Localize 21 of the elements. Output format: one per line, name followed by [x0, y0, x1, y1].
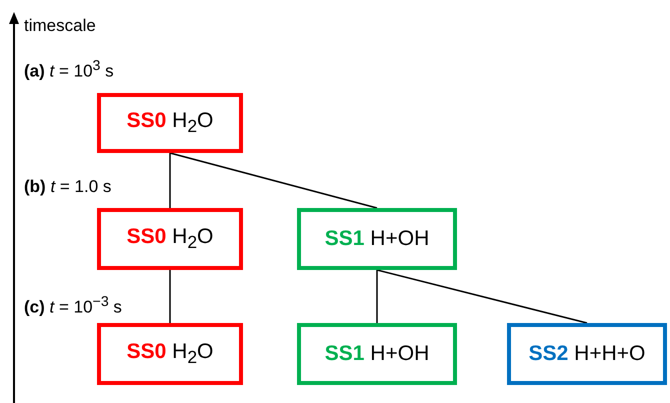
- state-label: SS0 H$_{2}$O: [126, 108, 214, 138]
- time-label: (a) t = 10$^{3}$ s: [24, 58, 114, 82]
- state-box: [97, 208, 243, 270]
- state-label: SS0 H$_{2}$O: [126, 224, 214, 254]
- time-label: (c) t = 10$^{−3}$ s: [24, 294, 122, 318]
- state-label: SS2 H+H+O: [528, 342, 646, 366]
- connector-line: [169, 270, 171, 323]
- axis-label: timescale: [24, 16, 96, 36]
- connector-line: [169, 153, 171, 208]
- state-box: [507, 323, 667, 385]
- connector-line: [376, 269, 588, 324]
- state-box: [297, 323, 457, 385]
- connector-line: [170, 152, 378, 209]
- state-label: SS1 H+OH: [324, 227, 430, 251]
- state-box: [97, 93, 243, 153]
- state-label: SS1 H+OH: [324, 342, 430, 366]
- connector-line: [376, 270, 378, 323]
- time-label: (b) t = 1.0 s: [24, 177, 112, 197]
- state-label: SS0 H$_{2}$O: [126, 340, 214, 368]
- state-box: [97, 323, 243, 385]
- state-box: [297, 208, 457, 270]
